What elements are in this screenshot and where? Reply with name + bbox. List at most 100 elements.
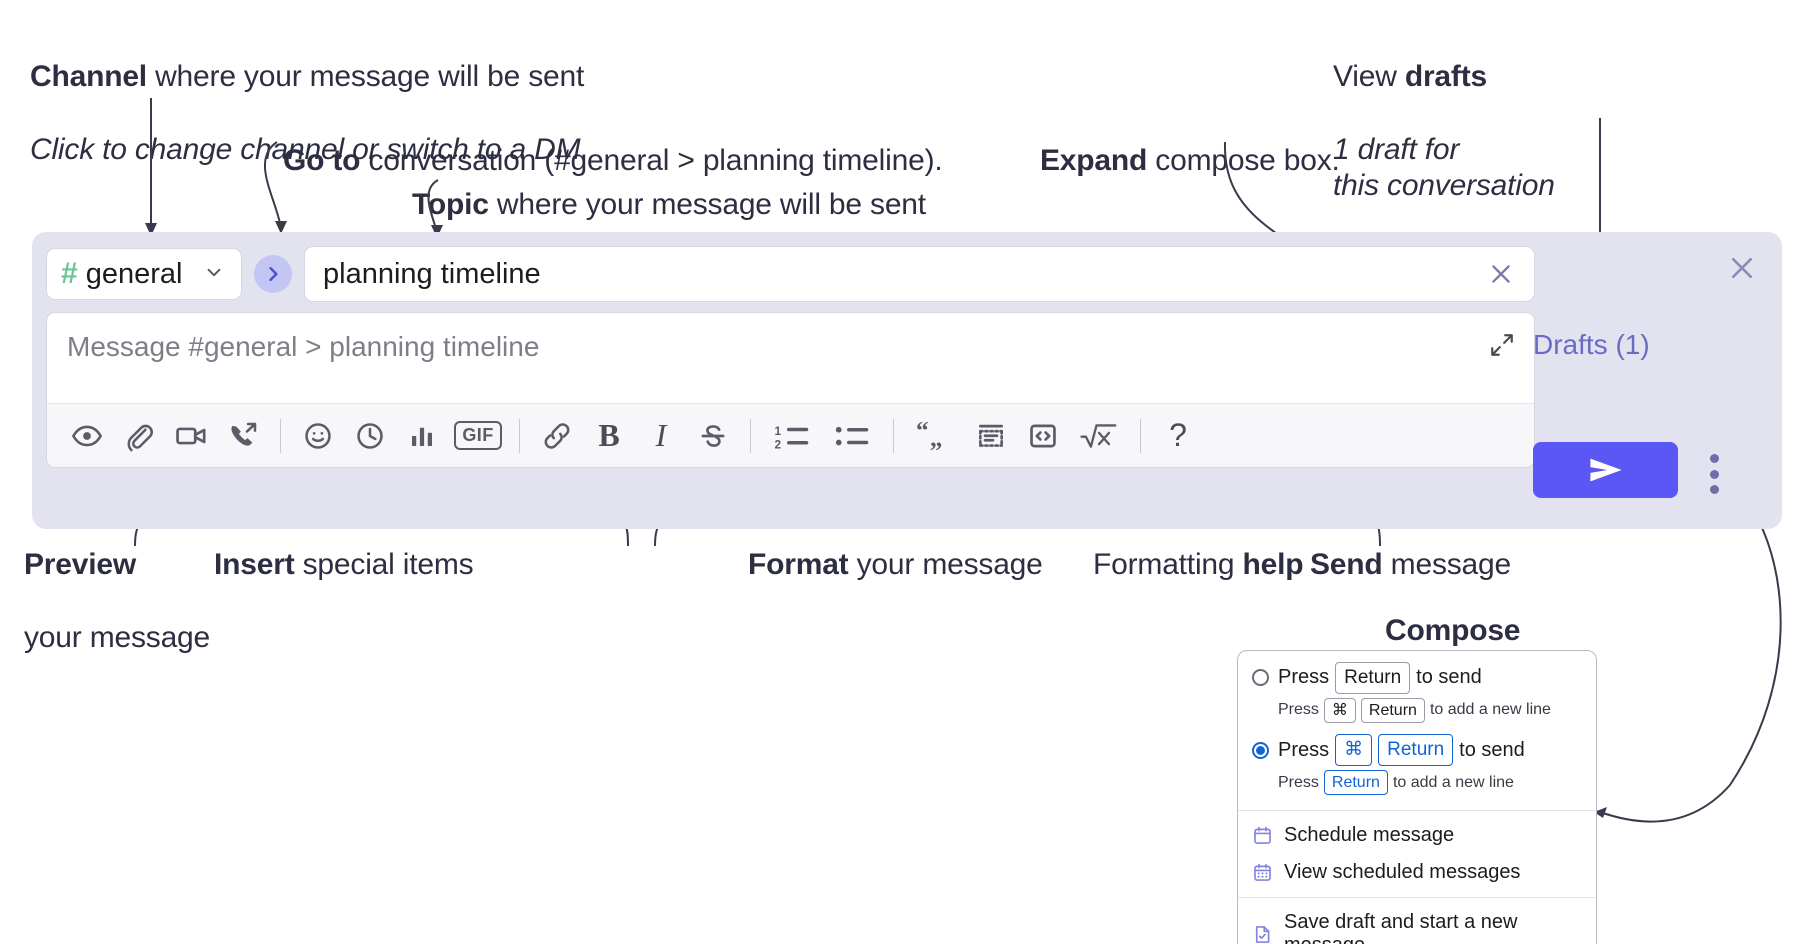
press-label: Press — [1278, 666, 1330, 689]
expand-diagonal-icon — [1491, 334, 1513, 356]
clear-topic-button[interactable] — [1482, 255, 1520, 293]
sub-action-label: to add a new line — [1392, 773, 1514, 791]
formatting-toolbar: GIF B I — [47, 403, 1534, 467]
bulleted-list-button[interactable] — [822, 410, 882, 462]
annotation-insert-rest: special items — [294, 547, 474, 581]
annotation-insert: Insert special items — [214, 510, 474, 583]
menu-item-view-scheduled[interactable]: View scheduled messages — [1238, 854, 1596, 891]
close-compose-button[interactable] — [1720, 246, 1764, 290]
annotation-topic: Topic where your message will be sent — [412, 150, 926, 223]
radio-option-return[interactable]: Press Return to send — [1238, 661, 1596, 695]
menu-item-label: Schedule message — [1284, 824, 1455, 847]
code-block-icon — [979, 424, 1003, 447]
calendar-grid-icon — [1252, 862, 1273, 883]
annotation-goto-rest: conversation (#general > planning timeli… — [360, 143, 943, 177]
radio-option-cmd-return[interactable]: Press ⌘ Return to send — [1238, 733, 1596, 767]
italic-button[interactable]: I — [635, 410, 687, 462]
message-input[interactable]: Message #general > planning timeline — [47, 313, 1534, 403]
video-camera-icon — [176, 427, 206, 444]
drafts-link[interactable]: Drafts (1) — [1533, 329, 1650, 360]
compose-inner: # general planning timeline — [46, 246, 1535, 468]
quote-icon: “ „ — [916, 420, 943, 452]
close-icon — [1731, 257, 1753, 279]
close-icon — [1492, 265, 1510, 283]
toolbar-separator — [750, 418, 751, 453]
svg-text:“: “ — [916, 420, 929, 445]
gif-button[interactable]: GIF — [448, 410, 508, 462]
kebab-dot — [1709, 469, 1719, 479]
compose-options-menu: Press Return to send Press ⌘ Return to a… — [1237, 650, 1597, 944]
chevron-down-icon — [203, 261, 225, 288]
hash-icon: # — [61, 257, 78, 290]
link-button[interactable] — [531, 410, 583, 462]
key-command: ⌘ — [1323, 697, 1356, 724]
formatting-help-button[interactable]: ? — [1152, 410, 1204, 462]
press-label: Press — [1278, 738, 1330, 761]
menu-item-save-draft[interactable]: Save draft and start a new message — [1238, 904, 1596, 944]
huddle-button[interactable] — [217, 410, 269, 462]
radio-option-cmd-return-sub: Press Return to add a new line — [1238, 767, 1596, 801]
topic-input[interactable]: planning timeline — [304, 246, 1535, 302]
send-button[interactable] — [1533, 442, 1678, 498]
sub-action-label: to add a new line — [1429, 701, 1551, 719]
clock-icon — [357, 422, 383, 449]
poll-button[interactable] — [396, 410, 448, 462]
annotation-channel-rest: where your message will be sent — [146, 59, 585, 93]
schedule-section: Schedule message View scheduled messages — [1238, 811, 1596, 897]
blockquote-button[interactable]: “ „ — [905, 410, 965, 462]
kebab-dot — [1709, 454, 1719, 463]
radio-icon — [1252, 669, 1269, 687]
annotation-formatting-help: Formatting help — [1093, 510, 1304, 583]
annotation-drafts-lead: View — [1333, 59, 1405, 93]
bar-chart-icon — [412, 427, 432, 446]
code-snippet-button[interactable] — [1017, 410, 1069, 462]
bold-button[interactable]: B — [583, 410, 635, 462]
annotation-format-bold: Format — [748, 547, 849, 581]
bulleted-list-icon — [835, 426, 869, 445]
key-return: Return — [1360, 697, 1425, 724]
annotation-channel-italic: Click to change channel or switch to a D… — [30, 132, 589, 166]
annotation-goto: Go to conversation (#general > planning … — [283, 106, 943, 179]
math-button[interactable] — [1069, 410, 1129, 462]
annotation-fhelp-lead: Formatting — [1093, 547, 1243, 581]
video-button[interactable] — [165, 410, 217, 462]
annotation-insert-bold: Insert — [214, 547, 295, 581]
topic-value: planning timeline — [323, 257, 541, 290]
channel-name-label: general — [85, 257, 183, 290]
schedule-button[interactable] — [344, 410, 396, 462]
compose-header-row: # general planning timeline — [46, 246, 1535, 302]
emoji-button[interactable] — [292, 410, 344, 462]
compose-options-button[interactable] — [1702, 452, 1726, 496]
toolbar-separator — [893, 418, 894, 453]
preview-button[interactable] — [61, 410, 113, 462]
radio-option-return-sub: Press ⌘ Return to add a new line — [1238, 695, 1596, 729]
toolbar-separator — [280, 418, 281, 453]
strikethrough-button[interactable] — [687, 410, 739, 462]
annotation-send-bold: Send — [1310, 547, 1383, 581]
annotation-format: Format your message — [748, 510, 1043, 583]
send-paperplane-icon — [1589, 458, 1622, 482]
menu-item-label: View scheduled messages — [1284, 861, 1521, 884]
expand-compose-button[interactable] — [1484, 327, 1520, 363]
link-icon — [544, 422, 570, 449]
message-input-container: Message #general > planning timeline — [46, 312, 1535, 468]
annotation-send: Send message — [1310, 510, 1511, 583]
to-send-label: to send — [1416, 666, 1482, 689]
channel-selector[interactable]: # general — [46, 248, 242, 300]
svg-text:„: „ — [930, 424, 943, 452]
annotation-topic-rest: where your message will be sent — [488, 187, 926, 221]
annotation-expand: Expand compose box. — [1040, 106, 1340, 179]
annotation-channel-bold: Channel — [30, 59, 147, 93]
code-block-button[interactable] — [965, 410, 1017, 462]
menu-item-schedule-message[interactable]: Schedule message — [1238, 817, 1596, 854]
ordered-list-button[interactable]: 1 2 — [762, 410, 822, 462]
compose-box: # general planning timeline — [32, 232, 1782, 529]
paperclip-icon — [127, 424, 153, 451]
document-check-icon — [1252, 924, 1273, 944]
toolbar-separator — [1140, 418, 1141, 453]
go-to-conversation-button[interactable] — [254, 255, 292, 293]
radio-option-cmd-return-text: Press ⌘ Return to send — [1278, 734, 1525, 766]
draft-section: Save draft and start a new message — [1238, 898, 1596, 944]
attachment-button[interactable] — [113, 410, 165, 462]
